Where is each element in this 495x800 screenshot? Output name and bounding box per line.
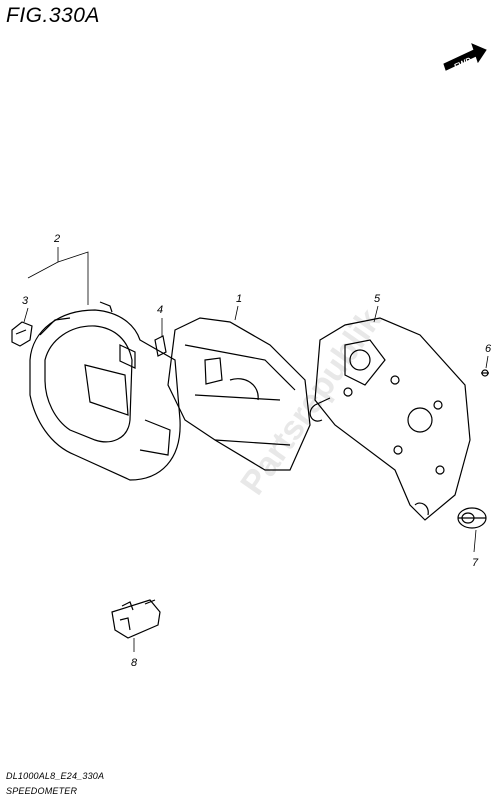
part-3-cap (11, 321, 33, 347)
callout-6: 6 (485, 343, 492, 355)
callout-leaders (23, 247, 489, 652)
callout-7: 7 (472, 557, 479, 569)
part-4-pin (154, 335, 167, 357)
callout-2: 2 (53, 233, 60, 245)
figure-title: FIG.330A (6, 4, 100, 27)
watermark: Partsrepublik (233, 302, 389, 502)
callout-1: 1 (236, 293, 242, 305)
part-7-grommet (457, 507, 487, 529)
diagram-code: DL1000AL8_E24_330A (6, 771, 105, 781)
part-8-connector (111, 599, 161, 639)
fwd-arrow-icon: FWD (443, 43, 487, 72)
part-1-meter-assembly (167, 317, 311, 471)
callout-4: 4 (157, 304, 163, 316)
callout-3: 3 (22, 295, 29, 307)
callout-8: 8 (131, 657, 138, 669)
part-5-lower-case (309, 317, 471, 521)
callout-5: 5 (374, 293, 381, 305)
fwd-label: FWD (453, 56, 474, 72)
part-6-screw (481, 369, 489, 377)
diagram-name: SPEEDOMETER (6, 786, 78, 796)
part-2-bezel (29, 301, 181, 481)
